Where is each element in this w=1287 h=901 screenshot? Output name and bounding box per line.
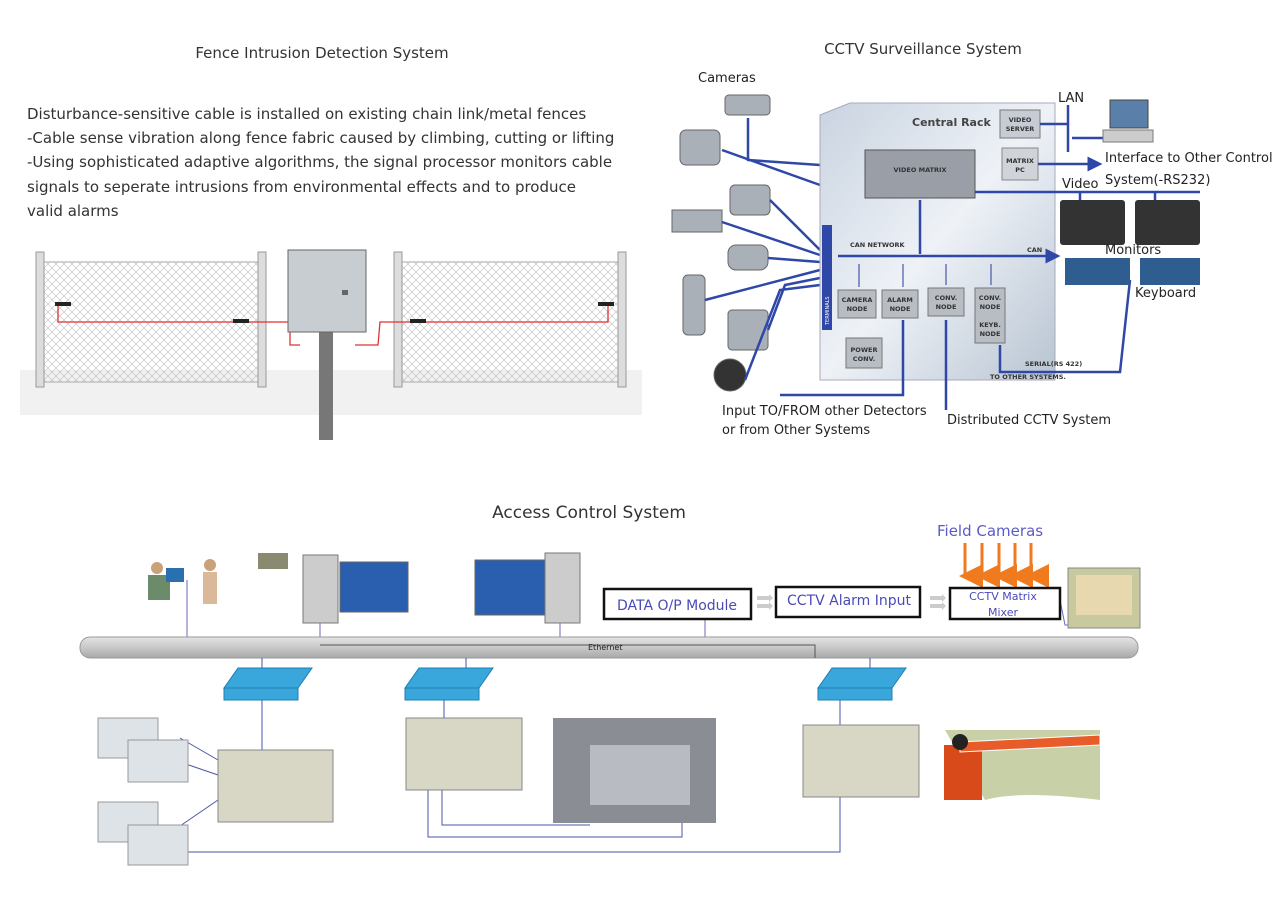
camera-icon [682, 274, 706, 336]
switch-icon [404, 667, 494, 689]
access-control-section: Access Control System Field Cameras [79, 503, 1141, 866]
field-camera-arrows [959, 543, 1049, 588]
fence-text-line: -Cable sense vibration along fence fabri… [27, 129, 614, 147]
central-rack: Central Rack VIDEO MATRIX VIDEO SERVER M… [819, 102, 1082, 381]
svg-text:CAMERA: CAMERA [842, 296, 873, 304]
svg-text:SERIAL(RS 422): SERIAL(RS 422) [1025, 360, 1082, 368]
card-reader-icon [127, 824, 189, 866]
ethernet-backbone: Ethernet [79, 636, 1139, 659]
svg-text:NODE: NODE [890, 305, 911, 313]
switch-icon [817, 667, 907, 689]
fence-text-line: signals to seperate intrusions from envi… [27, 178, 576, 196]
svg-text:KEYB.: KEYB. [979, 321, 1001, 329]
monitors-label: Monitors [1105, 243, 1161, 258]
computer-icon [1102, 99, 1154, 143]
svg-text:NODE: NODE [980, 303, 1001, 311]
svg-text:TO OTHER SYSTEMS.: TO OTHER SYSTEMS. [990, 373, 1066, 381]
controller-panel-icon [405, 717, 523, 791]
controller-panel-icon [802, 724, 920, 798]
field-cameras-label: Field Cameras [937, 522, 1043, 540]
video-label: Video [1062, 177, 1098, 192]
workstation-icon [474, 552, 581, 624]
svg-text:SERVER: SERVER [1006, 125, 1035, 133]
fence-title: Fence Intrusion Detection System [195, 44, 448, 62]
camera-icon [679, 129, 721, 166]
keyboard-icon [1140, 258, 1200, 285]
camera-icon [729, 184, 771, 216]
terminals-strip [822, 225, 832, 330]
cctv-alarm-input-box: CCTV Alarm Input [774, 585, 922, 619]
rack-title: Central Rack [912, 116, 991, 129]
switch-icon [223, 687, 299, 701]
input-label: Input TO/FROM other Detectors [722, 404, 927, 419]
monitor-icon [1060, 200, 1125, 245]
svg-text:VIDEO: VIDEO [1009, 116, 1032, 124]
camera-icon [727, 244, 769, 271]
svg-text:POWER: POWER [851, 346, 878, 354]
switch-icon [223, 667, 313, 689]
svg-text:CONV.: CONV. [979, 294, 1001, 302]
ethernet-label: Ethernet [588, 643, 622, 652]
access-title: Access Control System [492, 503, 686, 523]
fence-text-line: valid alarms [27, 202, 119, 220]
svg-text:ALARM: ALARM [887, 296, 913, 304]
camera-icon [727, 309, 769, 351]
svg-text:TERMINALS: TERMINALS [825, 296, 831, 326]
access-controllers [217, 717, 920, 823]
svg-text:CCTV Alarm Input: CCTV Alarm Input [787, 593, 912, 609]
svg-text:VIDEO MATRIX: VIDEO MATRIX [894, 166, 947, 174]
controller-panel-icon [217, 749, 334, 823]
svg-text:CAN NETWORK: CAN NETWORK [850, 241, 906, 249]
camera-icon [671, 209, 723, 233]
card-readers [97, 717, 189, 866]
svg-text:CONV.: CONV. [935, 294, 957, 302]
svg-text:NODE: NODE [936, 303, 957, 311]
svg-text:CCTV Matrix: CCTV Matrix [969, 590, 1037, 603]
lan-label: LAN [1058, 91, 1084, 106]
svg-text:CONV.: CONV. [853, 355, 875, 363]
video-matrix [864, 149, 976, 199]
svg-text:NODE: NODE [980, 330, 1001, 338]
switch-icon [817, 687, 893, 701]
cctv-title: CCTV Surveillance System [824, 40, 1022, 58]
data-op-module-box: DATA O/P Module [602, 587, 753, 621]
alarm-monitor-icon [1067, 567, 1141, 629]
keyboard-icon [1065, 258, 1130, 285]
keyboard-label: Keyboard [1135, 286, 1196, 301]
camera-icon [724, 94, 771, 116]
dome-camera-icon [713, 358, 747, 392]
svg-text:PC: PC [1015, 166, 1025, 174]
cameras-label: Cameras [698, 71, 756, 86]
monitor-icon [1135, 200, 1200, 245]
network-switches [223, 667, 907, 701]
workstation-icon [258, 553, 409, 624]
svg-text:MATRIX: MATRIX [1006, 157, 1034, 165]
fence-text-line: Disturbance-sensitive cable is installed… [27, 105, 586, 123]
input-label: or from Other Systems [722, 423, 870, 438]
operator-icons [148, 559, 217, 604]
interface-label: System(-RS232) [1105, 173, 1210, 188]
cctv-matrix-mixer-box: CCTV Matrix Mixer [948, 586, 1062, 621]
svg-text:DATA O/P Module: DATA O/P Module [617, 598, 737, 614]
switch-icon [404, 687, 480, 701]
distributed-label: Distributed CCTV System [947, 413, 1111, 428]
svg-text:Mixer: Mixer [988, 606, 1018, 619]
signal-processor-box [287, 249, 367, 333]
cctv-section: CCTV Surveillance System Cameras Central… [671, 40, 1273, 438]
fence-section: Fence Intrusion Detection System Disturb… [20, 44, 642, 440]
svg-text:NODE: NODE [847, 305, 868, 313]
interface-label: Interface to Other Control [1105, 151, 1273, 166]
svg-text:CAN: CAN [1027, 246, 1042, 254]
card-reader-icon [127, 739, 189, 783]
camera-icons [671, 94, 771, 392]
fence-illustration [20, 249, 642, 440]
fence-text-line: -Using sophisticated adaptive algorithms… [27, 153, 612, 171]
barrier-gate-icon [944, 730, 1101, 800]
